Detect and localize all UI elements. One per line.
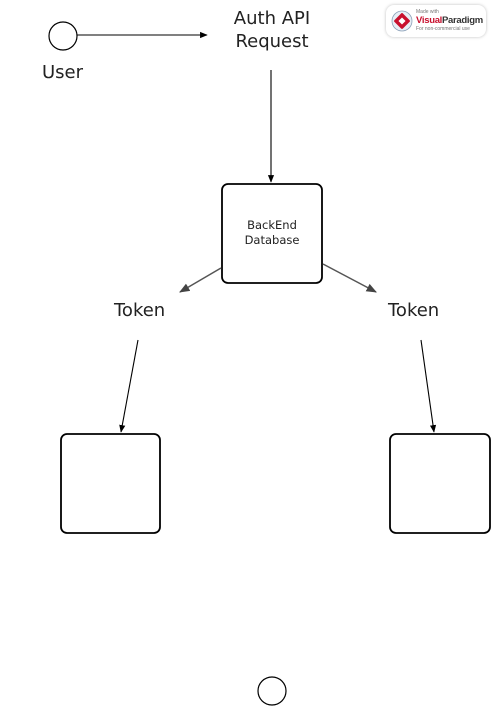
left-empty-node[interactable]	[60, 433, 161, 534]
watermark-brand-suffix: Paradigm	[442, 15, 483, 27]
user-label: User	[42, 62, 84, 83]
end-node[interactable]	[257, 676, 287, 706]
connector-backend-to-token-right	[322, 263, 377, 293]
watermark-note: For non-commercial use	[416, 25, 470, 32]
visual-paradigm-logo-icon	[391, 10, 413, 32]
watermark-brand: VisualParadigm	[416, 16, 483, 26]
user-start-node[interactable]	[48, 21, 78, 51]
right-empty-node[interactable]	[389, 433, 491, 534]
token-right-label: Token	[388, 300, 440, 321]
backend-database-label: BackEnd Database	[244, 218, 300, 247]
connector-token-left-to-box	[119, 339, 139, 433]
backend-database-node[interactable]	[221, 183, 323, 284]
watermark-brand-prefix: Visual	[416, 15, 443, 27]
connector-token-right-to-box	[420, 339, 437, 433]
token-left-label: Token	[114, 300, 166, 321]
connector-backend-to-token-left	[179, 267, 222, 293]
watermark-made-with: Made with	[416, 9, 439, 16]
visual-paradigm-watermark: Made with VisualParadigm For non-commerc…	[386, 5, 486, 37]
auth-request-label: Auth API Request	[233, 8, 311, 52]
